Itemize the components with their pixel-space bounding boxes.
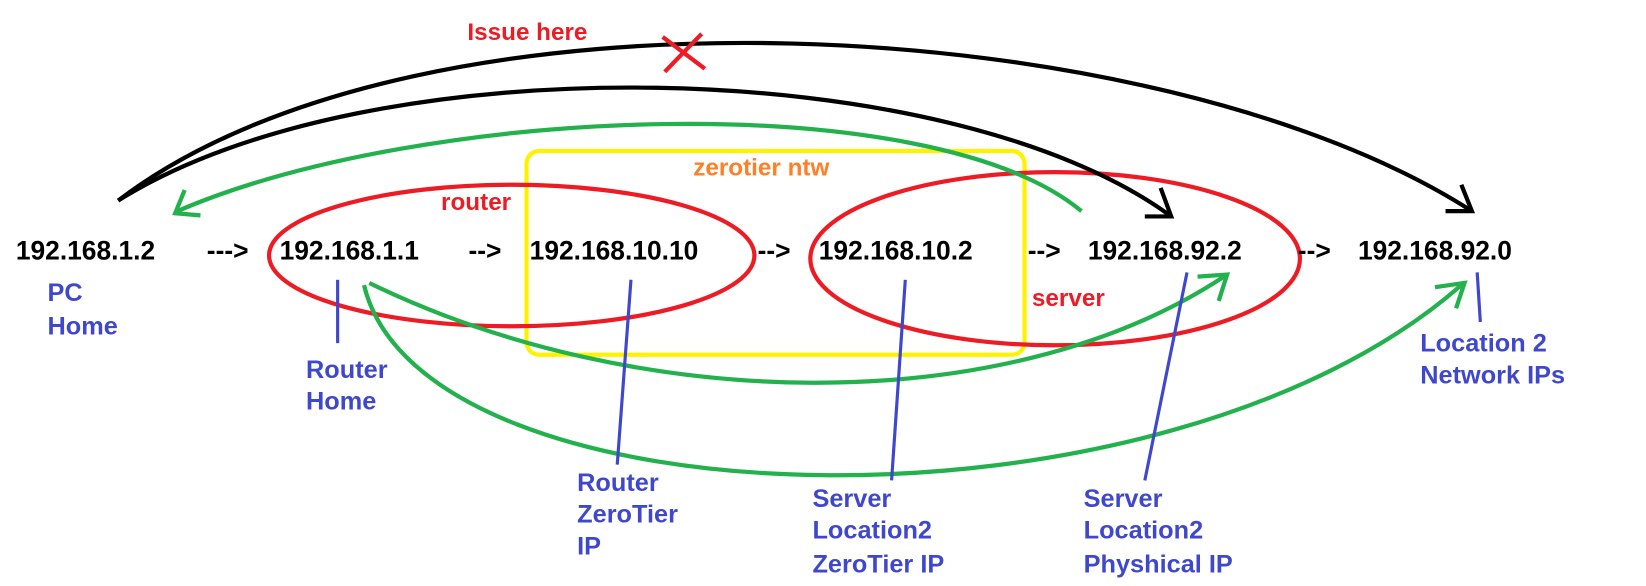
zerotier-label: zerotier ntw: [693, 154, 829, 181]
arrowhead-icon: [1434, 280, 1468, 309]
green-arc-to-server: [368, 274, 1226, 385]
pointer-lines: [336, 272, 1482, 481]
router-ellipse: [266, 182, 757, 329]
router-label: router: [441, 189, 512, 216]
black-arc-to-network: [116, 40, 1474, 213]
green-arc-to-network: [361, 283, 1463, 478]
server-label: server: [1032, 285, 1105, 312]
green-return-arc: [176, 121, 1083, 214]
black-arc-to-server: [117, 85, 1173, 219]
arrowhead-icon: [1144, 187, 1175, 219]
ip-chain: 192.168.1.2---> 192.168.1.1--> 192.168.1…: [16, 236, 1512, 266]
zerotier-network-box: [524, 148, 1027, 357]
issue-cross-icon: [661, 32, 707, 74]
arrowhead-icon: [172, 189, 201, 218]
arrowhead-icon: [1197, 272, 1231, 302]
issue-label: Issue here: [467, 19, 587, 46]
arrowhead-icon: [1445, 183, 1476, 214]
server-ellipse: [808, 169, 1303, 348]
